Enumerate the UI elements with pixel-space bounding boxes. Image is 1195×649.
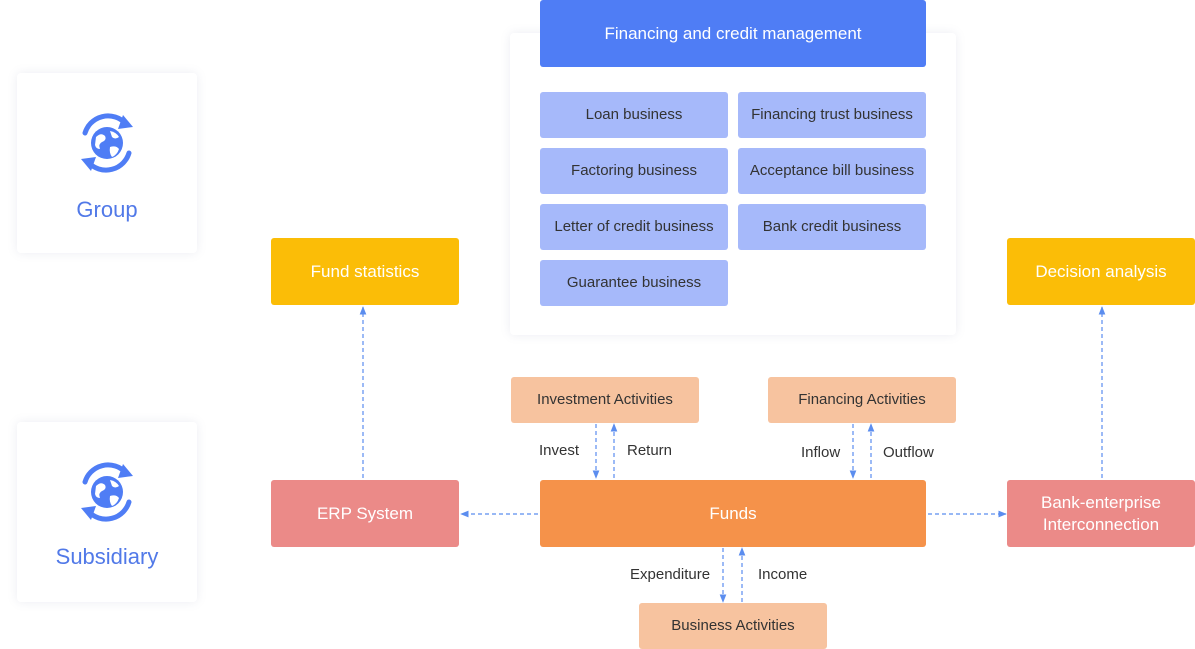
financing-title: Financing and credit management: [540, 0, 926, 67]
financing-item: Bank credit business: [738, 204, 926, 250]
financing-item: Loan business: [540, 92, 728, 138]
erp-system-node: ERP System: [271, 480, 459, 547]
financing-activities-node: Financing Activities: [768, 377, 956, 423]
group-card: Group: [17, 73, 197, 253]
investment-activities-node: Investment Activities: [511, 377, 699, 423]
decision-analysis-node: Decision analysis: [1007, 238, 1195, 305]
group-label: Group: [76, 197, 138, 222]
bank-enterprise-line2: Interconnection: [1042, 514, 1160, 534]
income-label: Income: [758, 566, 808, 583]
funds-node: Funds: [540, 480, 926, 547]
globe-sync-icon: [81, 462, 133, 522]
financing-item: Letter of credit business: [540, 204, 728, 250]
subsidiary-label: Subsidiary: [55, 544, 159, 569]
financing-item: Guarantee business: [540, 260, 728, 306]
return-label: Return: [627, 442, 673, 459]
outflow-label: Outflow: [883, 444, 934, 461]
bank-enterprise-line1: Bank-enterprise: [1040, 492, 1161, 512]
invest-label: Invest: [539, 442, 580, 459]
bank-enterprise-node: Bank-enterprise Interconnection: [1007, 480, 1195, 547]
subsidiary-card: Subsidiary: [17, 422, 197, 602]
business-activities-node: Business Activities: [639, 603, 827, 649]
expenditure-label: Expenditure: [630, 566, 711, 583]
globe-sync-icon: [81, 113, 133, 173]
financing-item: Acceptance bill business: [738, 148, 926, 194]
financing-item: Financing trust business: [738, 92, 926, 138]
inflow-label: Inflow: [801, 444, 841, 461]
financing-item: Factoring business: [540, 148, 728, 194]
fund-statistics-node: Fund statistics: [271, 238, 459, 305]
